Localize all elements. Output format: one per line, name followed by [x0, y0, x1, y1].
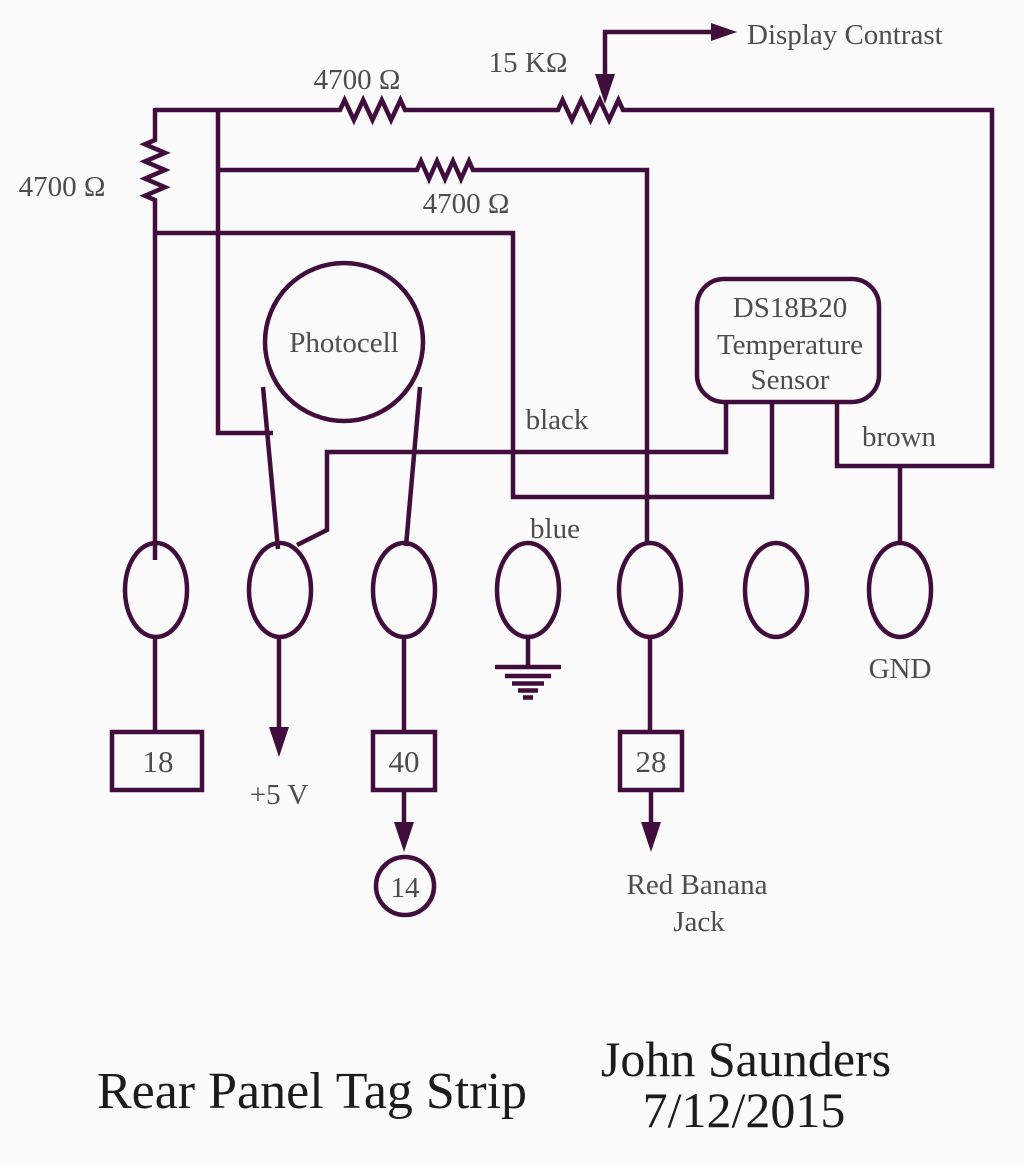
ground-bars	[495, 664, 561, 700]
tag-18-label: 18	[143, 744, 174, 779]
sensor-label-line2: Temperature	[717, 329, 863, 361]
wire-blue-label: blue	[530, 513, 580, 545]
pot-wiper-arm	[602, 29, 716, 76]
wire-photocell-feed	[215, 108, 273, 436]
wire-top-rail	[155, 94, 995, 469]
gnd-label: GND	[869, 653, 932, 685]
sensor-label-line3: Sensor	[751, 364, 830, 396]
display-contrast-arrowhead	[711, 23, 737, 41]
wire-blue-run	[155, 230, 775, 500]
photocell-lead-left	[260, 386, 281, 550]
wire-second-rail	[218, 155, 650, 544]
red-banana-label-line1: Red Banana	[627, 869, 768, 901]
resistor-left-label: 4700 Ω	[19, 171, 106, 203]
plus5v-label: +5 V	[250, 779, 309, 811]
red-jack-arrowhead	[641, 822, 661, 852]
terminal-ellipse-3	[370, 540, 438, 640]
diagram-title: Rear Panel Tag Strip	[97, 1063, 527, 1120]
terminal-ellipse-4	[494, 540, 562, 640]
pot-wiper-arrow	[595, 74, 615, 104]
diagram-date: 7/12/2015	[643, 1082, 846, 1138]
resistor-left-vertical	[139, 108, 171, 233]
terminal-ellipse-6	[742, 540, 810, 640]
tag-box-18	[109, 729, 205, 793]
sensor-box	[694, 276, 882, 405]
terminal-ellipse-5	[616, 540, 684, 640]
resistor-top-label: 4700 Ω	[314, 64, 401, 96]
tag-28-label: 28	[636, 744, 667, 779]
photocell-circle	[262, 260, 426, 424]
resistor-mid-label: 4700 Ω	[423, 188, 510, 220]
pin-circle-14	[373, 854, 437, 918]
pot-label: 15 KΩ	[489, 47, 568, 79]
red-banana-label-line2: Jack	[673, 906, 725, 938]
terminal-ellipse-7	[866, 540, 934, 640]
pin-14-label: 14	[391, 872, 421, 904]
wire-brown-label: brown	[862, 421, 937, 453]
tag-40-label: 40	[389, 744, 420, 779]
sensor-label-line1: DS18B20	[733, 292, 847, 324]
photocell-lead-right	[403, 386, 423, 547]
display-contrast-label: Display Contrast	[747, 19, 943, 51]
terminal-ellipse-2	[246, 540, 314, 640]
photocell-label: Photocell	[289, 327, 399, 359]
wire-black-label: black	[526, 404, 589, 436]
author-name: John Saunders	[601, 1031, 891, 1087]
pin14-arrowhead	[394, 822, 414, 852]
wire-black-run	[295, 402, 729, 548]
plus5v-arrowhead	[269, 727, 289, 757]
